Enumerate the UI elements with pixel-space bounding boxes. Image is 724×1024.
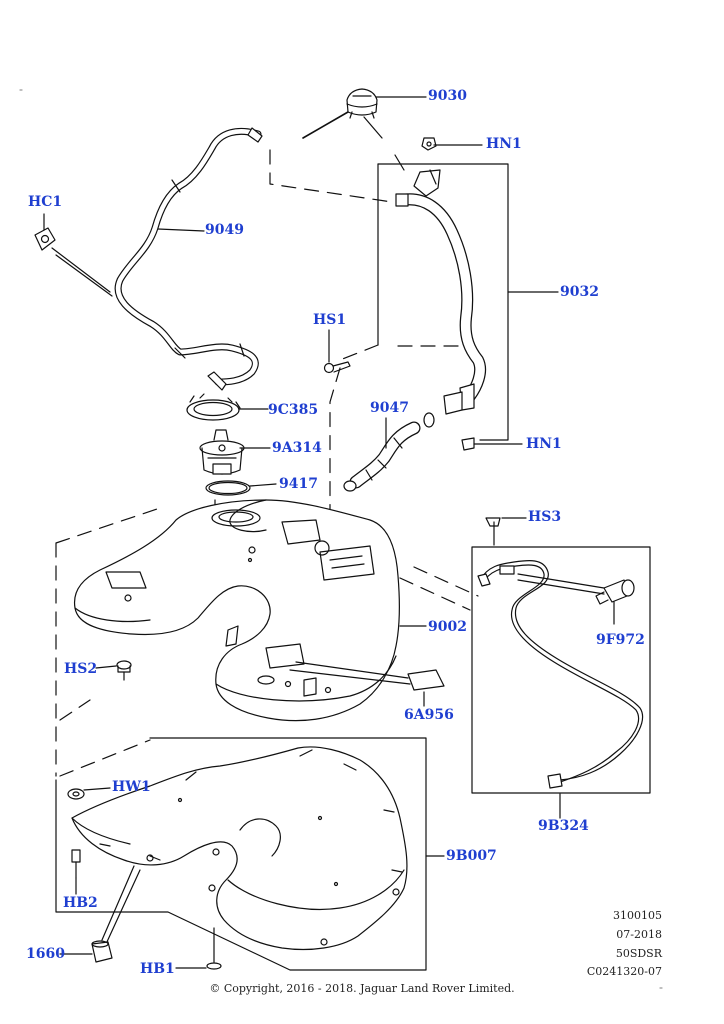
callout-hs1[interactable]: HS1 <box>313 312 347 328</box>
assembly-dash-tank <box>55 507 479 777</box>
box-9b007 <box>55 737 427 971</box>
screw-hs3[interactable] <box>485 517 501 546</box>
leader-6a956 <box>289 661 411 685</box>
callout-9417[interactable]: 9417 <box>279 476 318 492</box>
grommet-1660[interactable] <box>91 940 113 963</box>
callout-6a956[interactable]: 6A956 <box>404 707 454 723</box>
callout-9f972[interactable]: 9F972 <box>596 632 645 648</box>
locking-ring-9c385[interactable] <box>186 393 241 421</box>
callout-9047[interactable]: 9047 <box>370 400 409 416</box>
callout-9c385[interactable]: 9C385 <box>268 402 319 418</box>
leader-1660 <box>101 865 141 945</box>
assembly-dash-2 <box>339 344 461 361</box>
ref-date: 07-2018 <box>616 928 662 941</box>
leader-9049 <box>157 228 205 232</box>
ref-number: 3100105 <box>613 909 662 922</box>
nut-hn1-bottom[interactable] <box>461 437 475 451</box>
vent-hose-9049[interactable] <box>114 127 263 391</box>
clip-hc1[interactable] <box>34 213 56 251</box>
callout-9049[interactable]: 9049 <box>205 222 244 238</box>
callout-9002[interactable]: 9002 <box>428 619 467 635</box>
assembly-dash-shield <box>59 699 151 777</box>
assembly-dash-1 <box>269 149 393 203</box>
washer-hw1[interactable] <box>67 788 85 800</box>
label-6a956[interactable] <box>407 669 445 691</box>
callout-hb2[interactable]: HB2 <box>63 895 98 911</box>
box-9b324 <box>471 546 651 794</box>
leader-9417 <box>249 483 277 487</box>
callout-hn1-bottom[interactable]: HN1 <box>526 436 562 452</box>
callout-9030[interactable]: 9030 <box>428 88 467 104</box>
screw-hs2[interactable] <box>116 660 132 681</box>
assembly-dash-3 <box>329 367 341 521</box>
fuel-tank-9002[interactable] <box>73 499 400 722</box>
callout-1660[interactable]: 1660 <box>26 946 65 962</box>
heat-shield-9b007[interactable] <box>71 746 408 951</box>
corner-marks <box>19 89 663 989</box>
callout-hw1[interactable]: HW1 <box>112 779 151 795</box>
leader-cap-dash <box>363 116 405 171</box>
filler-cap-9030[interactable] <box>302 88 378 139</box>
nut-hn1-top[interactable] <box>421 137 437 151</box>
sensor-9f972[interactable] <box>595 579 635 605</box>
callout-hn1-top[interactable]: HN1 <box>486 136 522 152</box>
hose-9047[interactable] <box>343 412 435 492</box>
leader-hc1 <box>51 247 113 297</box>
callout-hc1[interactable]: HC1 <box>28 194 63 210</box>
leader-9f972 <box>517 573 605 595</box>
callout-9b007[interactable]: 9B007 <box>446 848 497 864</box>
filler-neck-9032[interactable] <box>395 169 487 415</box>
bolt-hb2[interactable] <box>71 849 81 879</box>
copyright-notice: © Copyright, 2016 - 2018. Jaguar Land Ro… <box>209 982 515 995</box>
callout-hs3[interactable]: HS3 <box>528 509 562 525</box>
fuel-line-9b324[interactable] <box>477 559 644 789</box>
bolt-hb1[interactable] <box>206 927 222 970</box>
screw-hs1[interactable] <box>323 361 351 374</box>
fuel-pump-9a314[interactable] <box>199 429 245 475</box>
ref-illustration-id: C0241320-07 <box>586 965 662 978</box>
callout-9a314[interactable]: 9A314 <box>272 440 322 456</box>
leader-hs2 <box>95 665 117 669</box>
ref-model-code: 50SDSR <box>615 947 662 960</box>
callout-hb1[interactable]: HB1 <box>140 961 175 977</box>
callout-9b324[interactable]: 9B324 <box>538 818 589 834</box>
seal-9417[interactable] <box>205 480 251 496</box>
callout-hs2[interactable]: HS2 <box>64 661 98 677</box>
box-9032 <box>377 163 509 441</box>
callout-9032[interactable]: 9032 <box>560 284 599 300</box>
leader-hw1 <box>83 787 111 791</box>
